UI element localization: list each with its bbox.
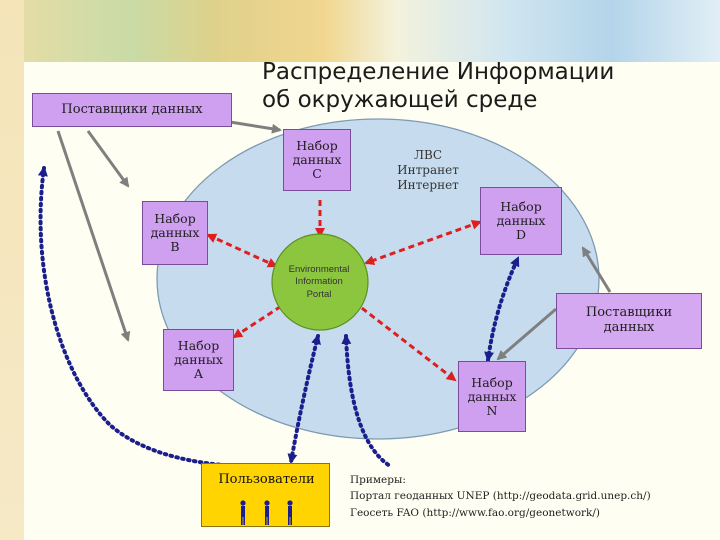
dataset-d-line-2: данных — [496, 213, 546, 228]
dataset-c-line-2: данных — [292, 152, 342, 167]
supplier-arrow-to-dataset-b — [86, 130, 130, 188]
portal-line-1: Environmental — [288, 264, 350, 275]
decorative-left-band — [0, 0, 24, 540]
dataset-d-box: Набор данных D — [480, 187, 562, 255]
link-portal-dataset-b — [206, 233, 278, 268]
link-portal-dataset-d — [364, 220, 482, 265]
portal-line-2: Information — [295, 276, 343, 288]
link-portal-dataset-a — [232, 301, 288, 339]
blue-link-portal-users — [287, 334, 321, 464]
dataset-c-line-3: С — [312, 166, 322, 181]
suppliers-right-line-2: данных — [603, 320, 655, 335]
dataset-d-line-3: D — [515, 227, 527, 242]
title-line-2: об окружающей среде — [262, 87, 538, 114]
dataset-a-line-3: А — [193, 366, 204, 381]
examples-line-2: Геосеть FAO (http://www.fao.org/geonetwo… — [350, 506, 601, 519]
portal-label: Environmental Information Portal — [270, 264, 368, 301]
network-ellipse — [156, 118, 600, 440]
dataset-a-line-1: Набор — [177, 338, 220, 353]
suppliers-box-right: Поставщики данных — [556, 293, 702, 349]
suppliers-box-top: Поставщики данных — [32, 93, 232, 127]
examples-line-1: Портал геоданных UNEP (http://geodata.gr… — [350, 490, 651, 503]
blue-link-supplier-dataset-n — [484, 256, 520, 362]
dataset-n-box: Набор данных N — [458, 361, 526, 432]
dataset-b-box: Набор данных В — [142, 201, 208, 265]
dataset-n-line-1: Набор — [471, 374, 513, 390]
supplier-arrow-to-dataset-a — [56, 130, 131, 342]
link-portal-dataset-n — [352, 300, 457, 382]
lan-label: ЛВС Интранет Интернет — [383, 148, 473, 193]
dataset-b-line-2: данных — [150, 225, 200, 240]
suppliers-top-label: Поставщики данных — [61, 101, 203, 117]
users-box: Пользователи — [201, 463, 330, 527]
lan-line-3: Интернет — [397, 178, 459, 192]
lan-line-1: ЛВС — [413, 148, 442, 162]
person-icon — [264, 500, 270, 525]
decorative-header-band — [0, 0, 720, 62]
title-line-1: Распределение Информации — [262, 59, 615, 85]
dataset-d-line-1: Набор — [500, 199, 542, 214]
dataset-a-box: Набор данных А — [163, 329, 234, 391]
users-label: Пользователи — [218, 472, 315, 487]
supplier-arrow-to-dataset-d — [581, 246, 612, 293]
portal-line-3: Portal — [306, 288, 332, 300]
suppliers-right-line-1: Поставщики — [585, 305, 673, 321]
blue-link-portal-examples — [341, 334, 392, 468]
portal-circle — [271, 233, 369, 331]
examples-text: Примеры: Портал геоданных UNEP (http://g… — [350, 472, 715, 521]
supplier-arrow-to-dataset-c — [229, 120, 282, 134]
dataset-a-line-2: данных — [174, 352, 223, 367]
person-icon — [287, 500, 293, 525]
dataset-c-line-1: Набор — [296, 138, 338, 153]
lan-line-2: Интранет — [397, 163, 459, 177]
dataset-c-box: Набор данных С — [283, 129, 351, 191]
dataset-b-line-1: Набор — [154, 211, 196, 226]
dataset-b-line-3: В — [170, 239, 180, 254]
dataset-n-line-2: данных — [467, 388, 517, 404]
examples-heading: Примеры: — [350, 474, 406, 486]
dataset-n-line-3: N — [486, 402, 498, 418]
page-title: Распределение Информации об окружающей с… — [262, 58, 682, 114]
person-icon — [240, 500, 246, 525]
